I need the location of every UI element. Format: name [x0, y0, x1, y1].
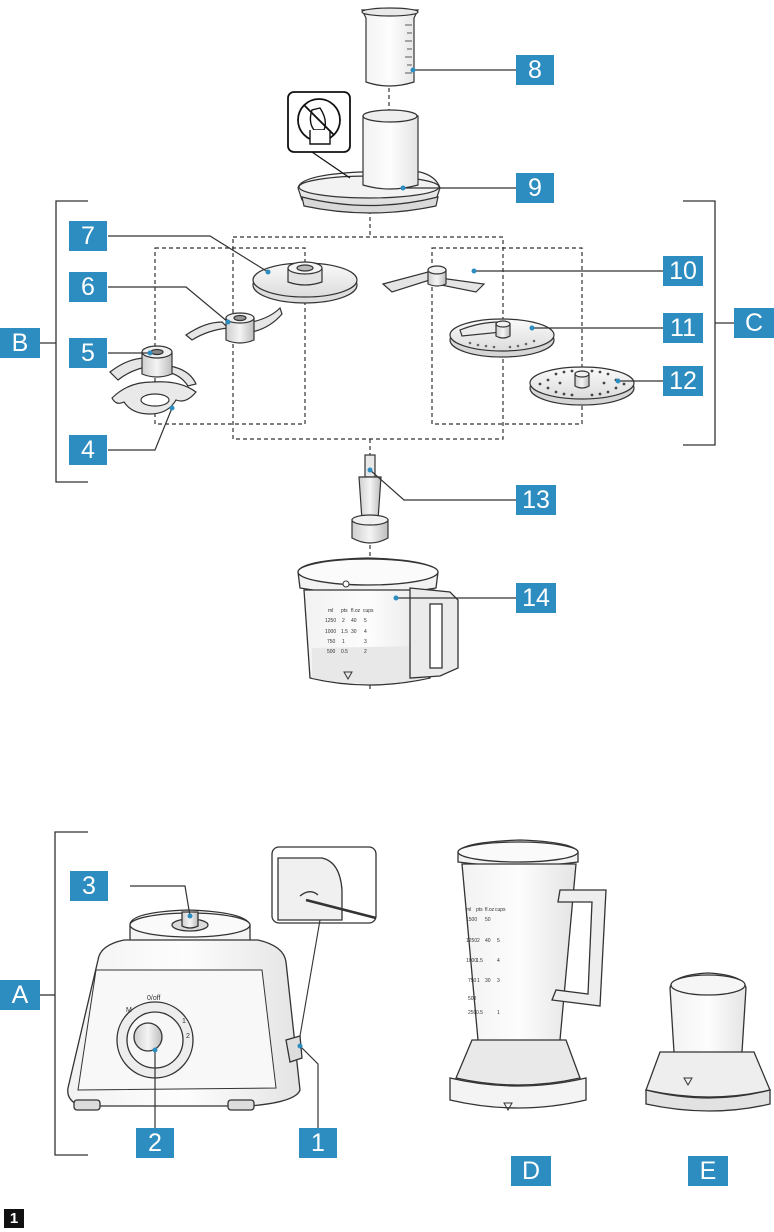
- svg-text:pts: pts: [341, 608, 348, 614]
- svg-text:1: 1: [182, 1018, 186, 1025]
- svg-text:3: 3: [364, 639, 367, 645]
- svg-text:5: 5: [497, 938, 500, 944]
- svg-text:500: 500: [327, 649, 336, 655]
- svg-text:30: 30: [485, 978, 491, 984]
- svg-text:2: 2: [186, 1033, 190, 1040]
- svg-text:30: 30: [351, 629, 357, 635]
- callout-5: 5: [69, 338, 107, 368]
- svg-text:3: 3: [497, 978, 500, 984]
- svg-text:cups: cups: [363, 608, 374, 614]
- group-d-label: D: [511, 1156, 551, 1186]
- svg-text:5: 5: [364, 618, 367, 624]
- svg-text:ml: ml: [466, 907, 471, 913]
- svg-text:fl.oz: fl.oz: [485, 907, 495, 913]
- svg-text:1.5: 1.5: [341, 629, 348, 635]
- callout-3: 3: [70, 871, 108, 901]
- figure-number-tag: 1: [4, 1209, 24, 1228]
- svg-text:fl.oz: fl.oz: [351, 608, 361, 614]
- callout-1: 1: [299, 1128, 337, 1158]
- callout-6: 6: [69, 272, 107, 302]
- svg-text:1: 1: [342, 639, 345, 645]
- drive-spindle-part: [351, 454, 389, 544]
- callout-14: 14: [516, 583, 556, 613]
- speed-dial-labels: 0/off M 1 2: [126, 995, 190, 1040]
- svg-text:250: 250: [468, 1010, 477, 1016]
- blade-holder-part: [111, 381, 197, 415]
- svg-text:0.5: 0.5: [341, 649, 348, 655]
- svg-text:pts: pts: [476, 907, 483, 913]
- chopping-blade-part: [109, 345, 197, 387]
- svg-text:4: 4: [497, 958, 500, 964]
- group-c-label: C: [734, 308, 774, 338]
- mini-chopper-part: [645, 972, 771, 1112]
- callout-leaders: [108, 69, 663, 1128]
- callout-8: 8: [516, 55, 554, 85]
- svg-text:cups: cups: [495, 907, 506, 913]
- svg-text:4: 4: [364, 629, 367, 635]
- svg-text:750: 750: [468, 978, 477, 984]
- grating-disc-part: [529, 366, 635, 406]
- svg-text:40: 40: [485, 938, 491, 944]
- svg-text:2: 2: [342, 618, 345, 624]
- emulsifying-disc-part: [252, 261, 358, 304]
- callout-7: 7: [69, 221, 107, 251]
- leader-dots: [147, 67, 621, 1053]
- svg-text:750: 750: [327, 639, 336, 645]
- svg-text:1500: 1500: [466, 917, 477, 923]
- svg-text:1000: 1000: [466, 958, 477, 964]
- group-b-label: B: [0, 328, 40, 358]
- base-unit-part: [67, 909, 303, 1111]
- svg-text:500: 500: [468, 996, 477, 1002]
- blender-jug-part: [449, 839, 607, 1112]
- svg-text:2: 2: [364, 649, 367, 655]
- chopping-blade-small-part: [185, 306, 283, 344]
- group-brackets: [36, 200, 736, 1156]
- measuring-cup-part: [361, 7, 419, 87]
- callout-4: 4: [69, 435, 107, 465]
- cord-detail-inset: [271, 846, 377, 1037]
- group-a-label: A: [0, 980, 40, 1010]
- callout-10: 10: [663, 256, 703, 286]
- svg-text:0/off: 0/off: [147, 995, 161, 1002]
- callout-2: 2: [136, 1128, 174, 1158]
- svg-text:1: 1: [497, 1010, 500, 1016]
- svg-text:2: 2: [477, 938, 480, 944]
- svg-text:1250: 1250: [466, 938, 477, 944]
- callout-11: 11: [663, 313, 703, 343]
- svg-text:40: 40: [351, 618, 357, 624]
- svg-text:1000: 1000: [325, 629, 336, 635]
- slicing-disc-part: [449, 318, 555, 358]
- no-hands-warning-icon: [287, 91, 351, 179]
- svg-text:1: 1: [477, 978, 480, 984]
- group-e-label: E: [688, 1156, 728, 1186]
- callout-13: 13: [516, 485, 556, 515]
- svg-text:1.5: 1.5: [476, 958, 483, 964]
- svg-text:0.5: 0.5: [476, 1010, 483, 1016]
- callout-12: 12: [663, 366, 703, 396]
- kneading-tool-part: [381, 265, 486, 293]
- svg-text:M: M: [126, 1007, 132, 1014]
- svg-text:ml: ml: [328, 608, 333, 614]
- callout-9: 9: [516, 173, 554, 203]
- processor-bowl-part: [297, 557, 459, 686]
- svg-text:1250: 1250: [325, 618, 336, 624]
- lid-feed-tube-part: [297, 109, 441, 214]
- svg-text:50: 50: [485, 917, 491, 923]
